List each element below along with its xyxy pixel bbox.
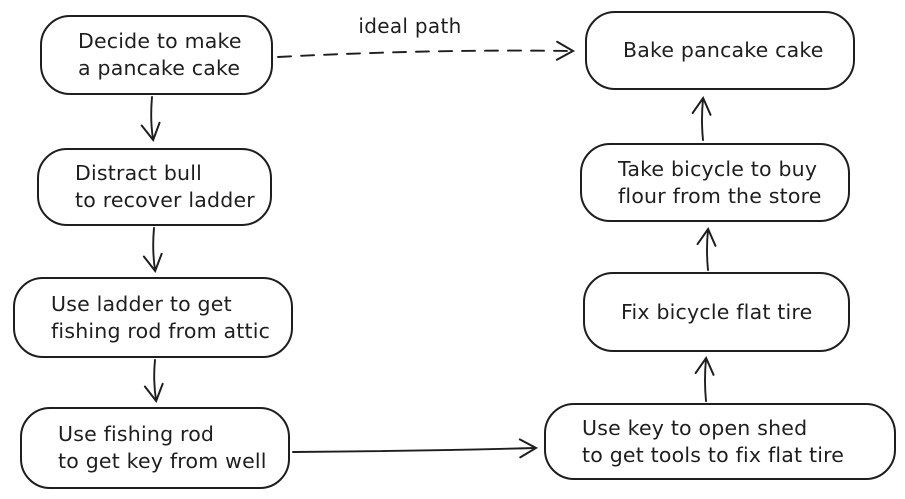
node-decide-to-make-pancake-cake[interactable]: Decide to make a pancake cake [40, 15, 273, 95]
node-use-ladder[interactable]: Use ladder to get fishing rod from attic [13, 277, 293, 358]
arrow-ideal-path[interactable] [277, 40, 576, 61]
node-use-fishing-rod[interactable]: Use fishing rod to get key from well [20, 407, 290, 489]
node-bake-pancake-cake[interactable]: Bake pancake cake [585, 11, 855, 90]
arrow-use-fishing-rod-to-use-key[interactable] [292, 438, 539, 459]
arrow-take-bicycle-to-bake[interactable] [691, 95, 712, 141]
node-use-key-open-shed[interactable]: Use key to open shed to get tools to fix… [544, 403, 896, 480]
arrow-distract-bull-to-use-ladder[interactable] [142, 227, 163, 274]
ideal-path-label: ideal path [358, 14, 462, 38]
node-distract-bull[interactable]: Distract bull to recover ladder [37, 148, 272, 226]
arrow-use-key-to-fix-tire[interactable] [694, 355, 715, 402]
arrow-fix-tire-to-take-bicycle[interactable] [696, 226, 717, 271]
node-fix-bicycle-flat-tire[interactable]: Fix bicycle flat tire [583, 272, 850, 352]
node-take-bicycle-buy-flour[interactable]: Take bicycle to buy flour from the store [580, 143, 850, 222]
arrow-use-ladder-to-use-fishing-rod[interactable] [143, 359, 164, 404]
arrow-decide-to-distract-bull[interactable] [140, 96, 161, 143]
